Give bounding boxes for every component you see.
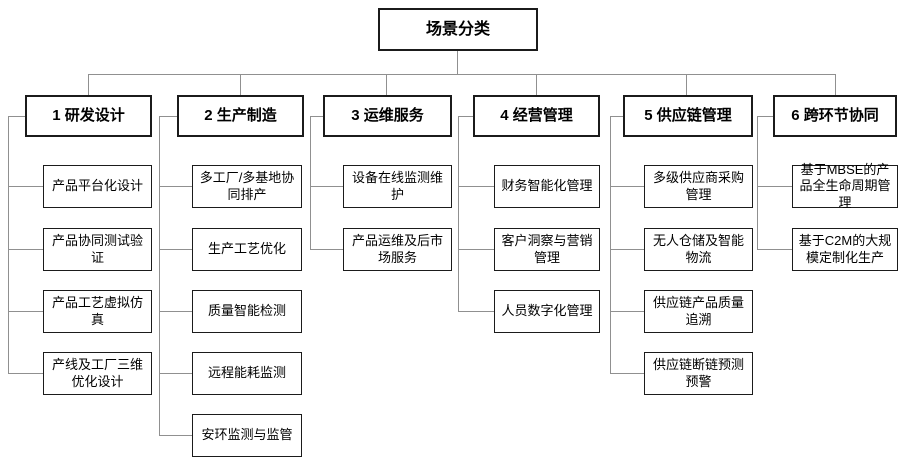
- category-header-manufacturing: 2 生产制造: [177, 95, 304, 137]
- connector-col5-branch-4: [610, 373, 644, 374]
- connector-distribution-line: [88, 74, 836, 75]
- connector-col4-branch-3: [458, 311, 494, 312]
- connector-col4-branch-2: [458, 249, 494, 250]
- connector-col2-branch-3: [159, 311, 192, 312]
- connector-col5-branch-3: [610, 311, 644, 312]
- connector-col6-rail: [757, 116, 758, 249]
- scene-item-process-optimization: 生产工艺优化: [192, 228, 302, 271]
- scene-item-customer-marketing: 客户洞察与营销管理: [494, 228, 600, 271]
- connector-col4-stub: [458, 116, 473, 117]
- connector-col2-branch-4: [159, 373, 192, 374]
- scene-item-smart-finance: 财务智能化管理: [494, 165, 600, 208]
- connector-col4-branch-1: [458, 186, 494, 187]
- connector-col5-stub: [610, 116, 623, 117]
- connector-col1-branch-2: [8, 249, 43, 250]
- category-header-business-mgmt: 4 经营管理: [473, 95, 600, 137]
- scene-item-ehs-monitoring: 安环监测与监管: [192, 414, 302, 457]
- scene-item-equipment-monitoring: 设备在线监测维护: [343, 165, 452, 208]
- scene-item-aftermarket-service: 产品运维及后市场服务: [343, 228, 452, 271]
- scene-item-3d-factory-design: 产线及工厂三维优化设计: [43, 352, 152, 395]
- connector-col5-rail: [610, 116, 611, 373]
- connector-col6-branch-1: [757, 186, 792, 187]
- scene-item-multi-factory-scheduling: 多工厂/多基地协同排产: [192, 165, 302, 208]
- scene-item-platform-design: 产品平台化设计: [43, 165, 152, 208]
- category-header-supply-chain: 5 供应链管理: [623, 95, 753, 137]
- connector-col6-branch-2: [757, 249, 792, 250]
- connector-col1-branch-3: [8, 311, 43, 312]
- connector-col2-rail: [159, 116, 160, 435]
- connector-col2-branch-5: [159, 435, 192, 436]
- connector-col1-rail: [8, 116, 9, 373]
- connector-col6-stub: [757, 116, 773, 117]
- connector-col2-branch-2: [159, 249, 192, 250]
- scene-item-supplier-procurement: 多级供应商采购管理: [644, 165, 753, 208]
- connector-col4-rail: [458, 116, 459, 311]
- scene-item-chain-break-warning: 供应链断链预测预警: [644, 352, 753, 395]
- scene-item-quality-traceability: 供应链产品质量追溯: [644, 290, 753, 333]
- connector-col3-stub: [310, 116, 323, 117]
- connector-col2-branch-1: [159, 186, 192, 187]
- category-header-om-service: 3 运维服务: [323, 95, 452, 137]
- connector-drop-5: [686, 74, 687, 95]
- connector-drop-1: [88, 74, 89, 95]
- scene-item-energy-monitoring: 远程能耗监测: [192, 352, 302, 395]
- category-header-cross-link: 6 跨环节协同: [773, 95, 897, 137]
- connector-col5-branch-1: [610, 186, 644, 187]
- connector-root-stub: [457, 51, 458, 74]
- scene-item-mbse-lifecycle: 基于MBSE的产品全生命周期管理: [792, 162, 898, 210]
- scene-item-virtual-simulation: 产品工艺虚拟仿真: [43, 290, 152, 333]
- category-header-rd-design: 1 研发设计: [25, 95, 152, 137]
- connector-col1-branch-4: [8, 373, 43, 374]
- connector-col1-branch-1: [8, 186, 43, 187]
- scene-item-collab-testing: 产品协同测试验证: [43, 228, 152, 271]
- connector-col5-branch-2: [610, 249, 644, 250]
- root-node: 场景分类: [378, 8, 538, 51]
- connector-col1-stub: [8, 116, 25, 117]
- scene-item-quality-inspection: 质量智能检测: [192, 290, 302, 333]
- scene-item-c2m-production: 基于C2M的大规模定制化生产: [792, 228, 898, 271]
- connector-drop-6: [835, 74, 836, 95]
- connector-col3-rail: [310, 116, 311, 249]
- connector-col3-branch-1: [310, 186, 343, 187]
- connector-col2-stub: [159, 116, 177, 117]
- scene-item-smart-logistics: 无人仓储及智能物流: [644, 228, 753, 271]
- connector-col3-branch-2: [310, 249, 343, 250]
- connector-drop-2: [240, 74, 241, 95]
- connector-drop-4: [536, 74, 537, 95]
- scene-item-digital-hr: 人员数字化管理: [494, 290, 600, 333]
- connector-drop-3: [386, 74, 387, 95]
